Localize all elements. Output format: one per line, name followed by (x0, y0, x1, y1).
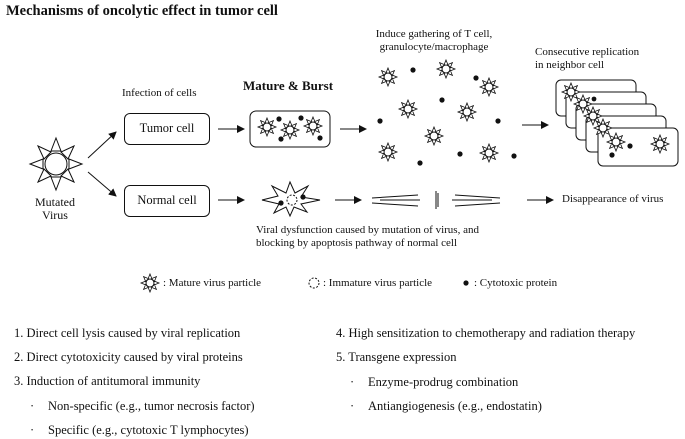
legend-cytotoxic-label: : Cytotoxic protein (474, 277, 558, 289)
mature-burst-label: Mature & Burst (243, 78, 334, 93)
legend-cytotoxic-icon (463, 280, 469, 286)
infection-of-cells-label: Infection of cells (122, 87, 197, 99)
list-item-3: 3. Induction of antitumoral immunity (14, 374, 201, 388)
mutated-virus-icon (28, 136, 84, 192)
legend-mature-label: : Mature virus particle (163, 277, 262, 289)
arrow-to-tumor-cell (87, 131, 117, 159)
neighbor-cells-stack (555, 79, 679, 167)
legend-immature-label: : Immature virus particle (323, 277, 433, 289)
arrow-to-normal-cell (87, 171, 117, 197)
normal-cell-box: Normal cell (124, 185, 210, 217)
viral-dysfunction-label: Viral dysfunction caused by mutation of … (256, 224, 479, 249)
list-item-2: 2. Direct cytotoxicity caused by viral p… (14, 350, 243, 364)
legend-mature-icon (140, 273, 160, 293)
list-item-5b: Antiangiogenesis (e.g., endostatin) (368, 399, 542, 413)
tumor-cell-box: Tumor cell (124, 113, 210, 145)
released-particles (377, 59, 517, 166)
list-item-3b: Specific (e.g., cytotoxic T lymphocytes) (48, 423, 249, 437)
list-item-5a: Enzyme-prodrug combination (368, 375, 519, 389)
disappearance-label: Disappearance of virus (562, 193, 664, 205)
list-bullet: · (30, 423, 35, 437)
list-item-5: 5. Transgene expression (336, 350, 457, 364)
list-bullet: · (350, 399, 355, 413)
legend-immature-icon (308, 277, 320, 289)
list-item-1: 1. Direct cell lysis caused by viral rep… (14, 326, 241, 340)
normal-cell-label: Normal cell (137, 193, 197, 207)
mutated-virus-label: Mutated Virus (35, 195, 75, 222)
consecutive-replication-label: Consecutive replication in neighbor cell (535, 46, 640, 71)
diagram-title: Mechanisms of oncolytic effect in tumor … (6, 3, 278, 19)
induce-gathering-label: Induce gathering of T cell, granulocyte/… (375, 28, 493, 53)
dysfunction-burst-icon (261, 180, 321, 218)
list-item-3a: Non-specific (e.g., tumor necrosis facto… (48, 399, 255, 413)
list-bullet: · (350, 375, 355, 389)
tumor-cell-label: Tumor cell (139, 121, 195, 135)
virus-degradation-icon (371, 191, 501, 209)
list-item-4: 4. High sensitization to chemotherapy an… (336, 326, 636, 340)
list-bullet: · (30, 399, 35, 413)
